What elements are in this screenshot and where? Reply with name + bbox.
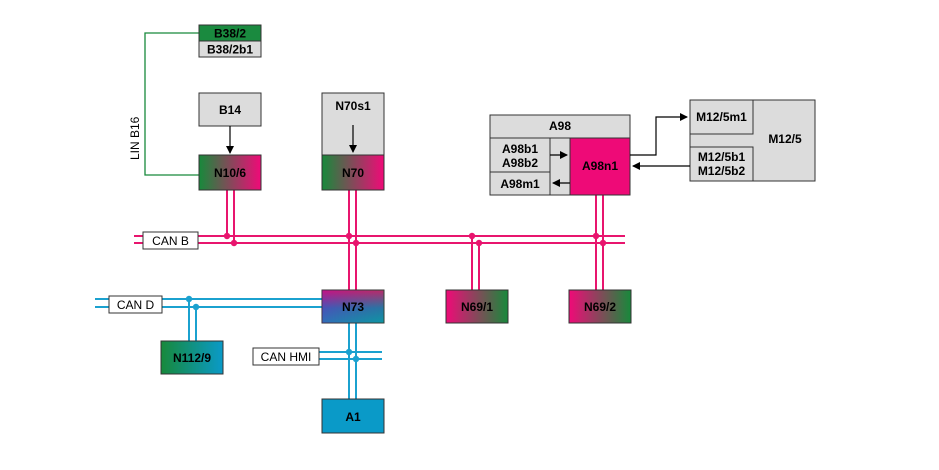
- can-b-bus: [134, 190, 625, 290]
- can-hmi-tag: CAN HMI: [252, 347, 320, 366]
- a1-label: A1: [345, 410, 361, 424]
- n10-6-label: N10/6: [214, 166, 246, 180]
- module-n73: N73: [321, 289, 385, 324]
- module-n69-1: N69/1: [445, 289, 509, 324]
- n112-9-label: N112/9: [173, 351, 211, 365]
- m12-5-label: M12/5: [768, 132, 802, 146]
- a98-label: A98: [549, 119, 571, 133]
- module-n112-9: N112/9: [160, 340, 224, 375]
- b14-label: B14: [219, 103, 241, 117]
- can-d-label: CAN D: [117, 298, 155, 312]
- lin-b16-line: [144, 32, 199, 176]
- arrow-a98n1-to-m12-5m1: [630, 113, 688, 156]
- module-n10-6: N10/6: [198, 154, 262, 191]
- lin-b16-label: LIN B16: [128, 116, 142, 160]
- a98b2-label: A98b2: [502, 156, 538, 170]
- m12-5b2-label: M12/5b2: [698, 164, 746, 178]
- can-b-tag: CAN B: [142, 231, 199, 250]
- n70-label: N70: [342, 166, 364, 180]
- can-hmi-bus: [316, 323, 382, 399]
- can-d-tag: CAN D: [108, 295, 163, 314]
- a98n1-label: A98n1: [582, 159, 618, 173]
- can-d-junctions: [185, 295, 200, 311]
- n69-2-label: N69/2: [584, 300, 616, 314]
- can-hmi-label: CAN HMI: [261, 350, 312, 364]
- a98m1-label: A98m1: [500, 177, 540, 191]
- n73-label: N73: [342, 300, 364, 314]
- n70s1-label: N70s1: [335, 99, 371, 113]
- module-n69-2: N69/2: [568, 289, 632, 324]
- can-b-junctions: [223, 232, 607, 247]
- b38-2-label: B38/2: [214, 27, 246, 41]
- can-hmi-junctions: [345, 348, 360, 363]
- n69-1-label: N69/1: [461, 300, 493, 314]
- module-b38-2: B38/2 B38/2b1: [198, 24, 262, 58]
- module-m12-5: M12/5 M12/5m1 M12/5b1 M12/5b2: [689, 99, 816, 182]
- module-a1: A1: [321, 398, 385, 434]
- module-b14: B14: [198, 92, 262, 127]
- can-b-label: CAN B: [152, 234, 189, 248]
- m12-5b1-label: M12/5b1: [698, 150, 746, 164]
- a98b1-label: A98b1: [502, 142, 538, 156]
- b38-2b1-label: B38/2b1: [207, 43, 253, 57]
- module-n70: N70: [321, 154, 385, 191]
- m12-5m1-label: M12/5m1: [696, 110, 747, 124]
